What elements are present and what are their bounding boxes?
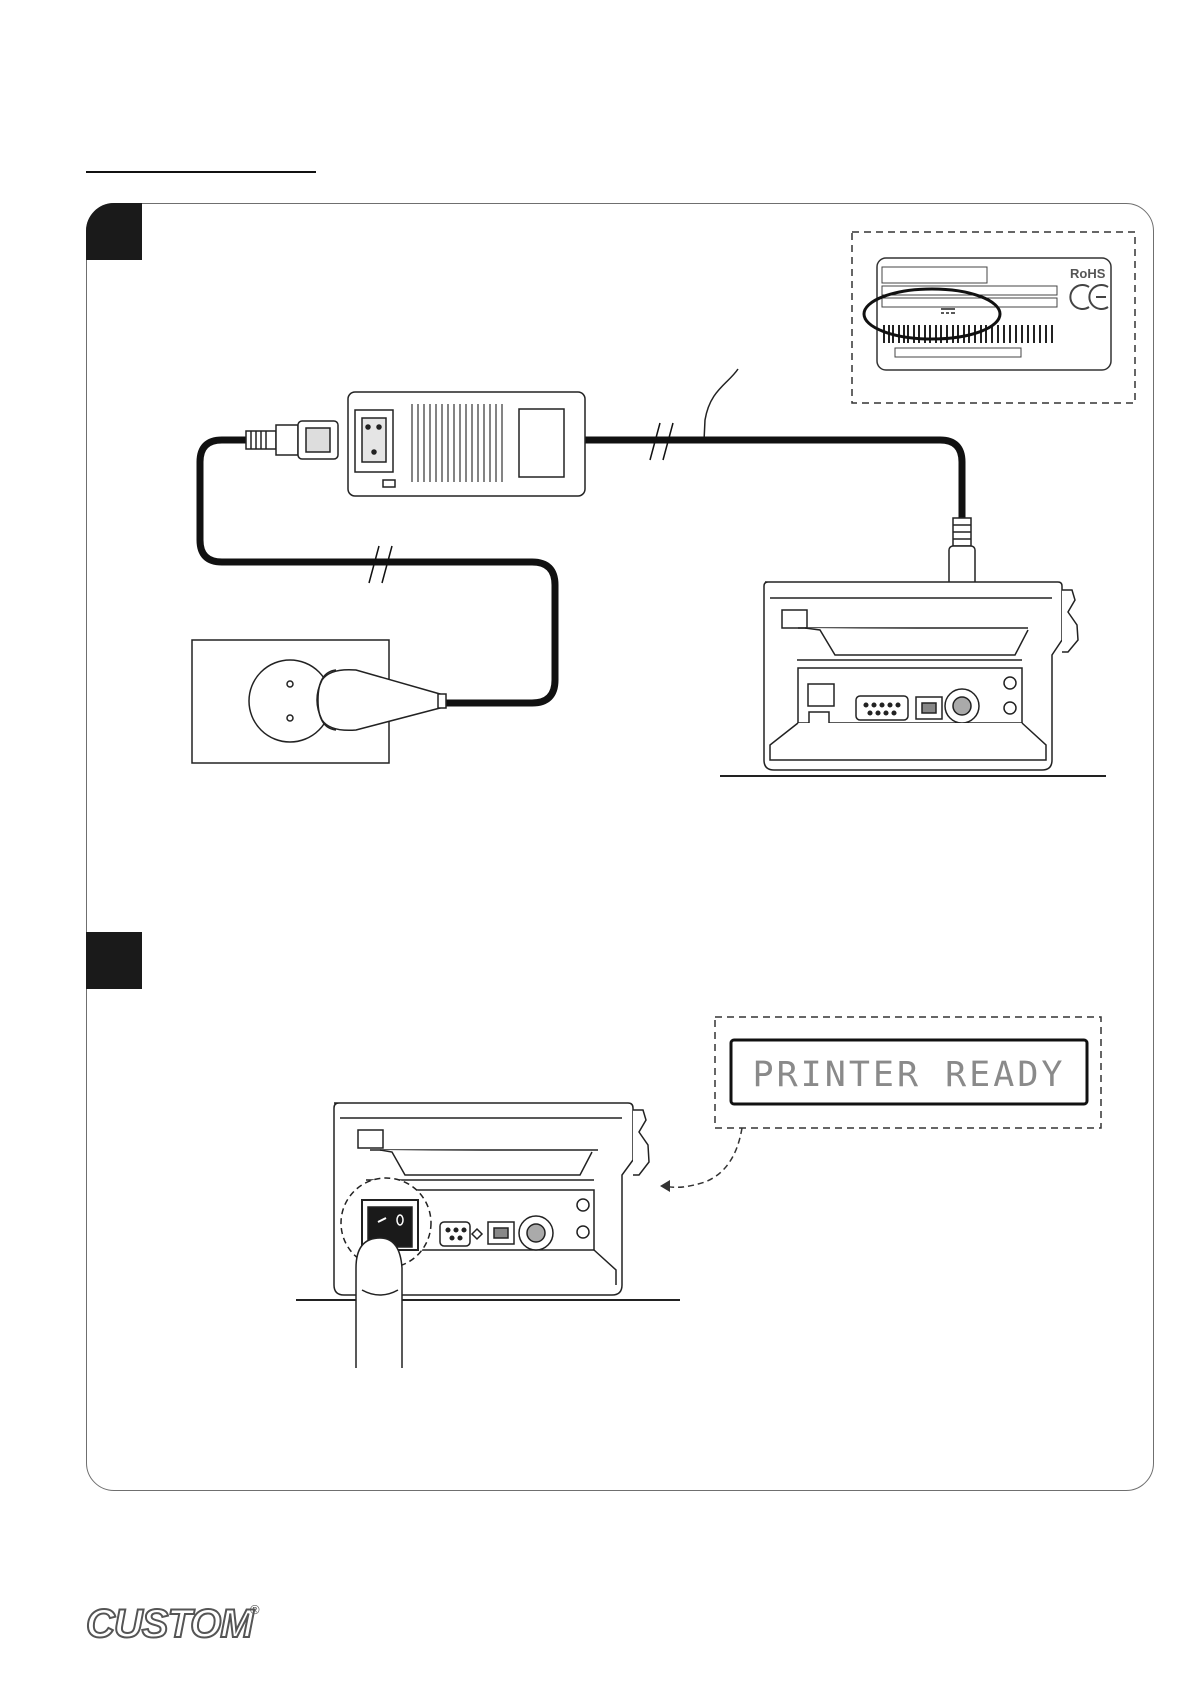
registered-mark: ® [250, 1602, 260, 1617]
rating-highlight-ellipse [864, 289, 1000, 339]
dc-symbol-icon [941, 309, 955, 313]
rohs-mark: RoHS [1070, 266, 1106, 281]
wall-socket [192, 640, 446, 763]
display-inset: PRINTER READY [715, 1017, 1101, 1128]
display-callout-line [665, 1128, 742, 1187]
power-adapter [348, 392, 585, 496]
label-callout-line [704, 369, 738, 441]
printer-rear-view-1 [720, 582, 1106, 776]
rating-label-inset: RoHS CE [852, 232, 1135, 403]
brand-name: CUSTOM [86, 1602, 253, 1646]
iec-plug [246, 421, 338, 459]
finger-press-icon [356, 1238, 402, 1368]
ce-mark-text: CE [1080, 319, 1082, 321]
display-message: PRINTER READY [753, 1055, 1066, 1095]
ce-mark-icon [1070, 285, 1108, 309]
custom-logo: CUSTOM ® [86, 1604, 253, 1644]
callout-arrow-icon [660, 1180, 670, 1192]
